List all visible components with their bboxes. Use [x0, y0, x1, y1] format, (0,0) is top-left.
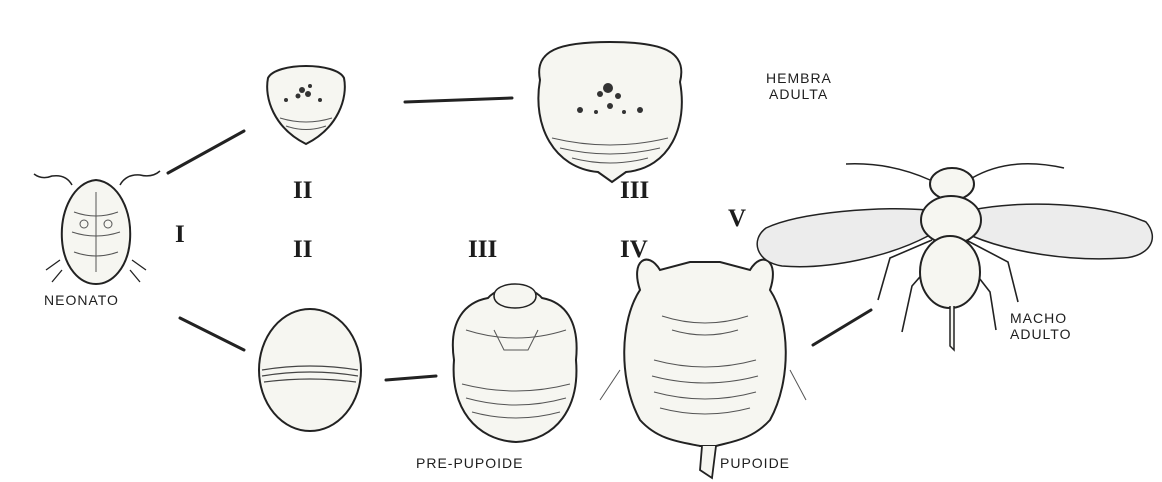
macho-adulto-label: MACHO ADULTO [1010, 310, 1072, 342]
pre-pupoide-label: PRE-PUPOIDE [416, 455, 523, 471]
pupoide-illustration [600, 260, 806, 478]
connector-pupoide-to-macho [813, 310, 871, 345]
stage-ii-male-label: II [293, 237, 312, 263]
connector-neonato-to-ii-male [180, 318, 244, 350]
hembra-adulta-illustration [538, 42, 681, 182]
connector-neonato-to-ii-female [168, 131, 244, 173]
macho-adulto-label-line-2: ADULTO [1010, 326, 1072, 342]
connector-ii-to-iii-male [386, 376, 436, 380]
stage-v-label: V [728, 206, 746, 232]
ii-male-nymph-illustration [259, 309, 361, 431]
ii-female-nymph-illustration [267, 66, 345, 144]
pre-pupoide-illustration [453, 284, 577, 442]
stage-iv-label: IV [620, 237, 648, 263]
hembra-adulta-label: HEMBRA ADULTA [766, 70, 832, 102]
stage-iii-male-label: III [468, 237, 497, 263]
hembra-adulta-label-line-2: ADULTA [766, 86, 832, 102]
stage-i-label: I [175, 222, 185, 248]
stage-iii-female-label: III [620, 178, 649, 204]
connector-ii-to-iii-female [405, 98, 512, 102]
neonato-label: NEONATO [44, 292, 119, 308]
pupoide-label: PUPOIDE [720, 455, 790, 471]
macho-adulto-label-line-1: MACHO [1010, 310, 1072, 326]
stage-ii-female-label: II [293, 178, 312, 204]
macho-adulto-illustration [757, 164, 1152, 350]
hembra-adulta-label-line-1: HEMBRA [766, 70, 832, 86]
neonato-illustration [34, 171, 160, 284]
